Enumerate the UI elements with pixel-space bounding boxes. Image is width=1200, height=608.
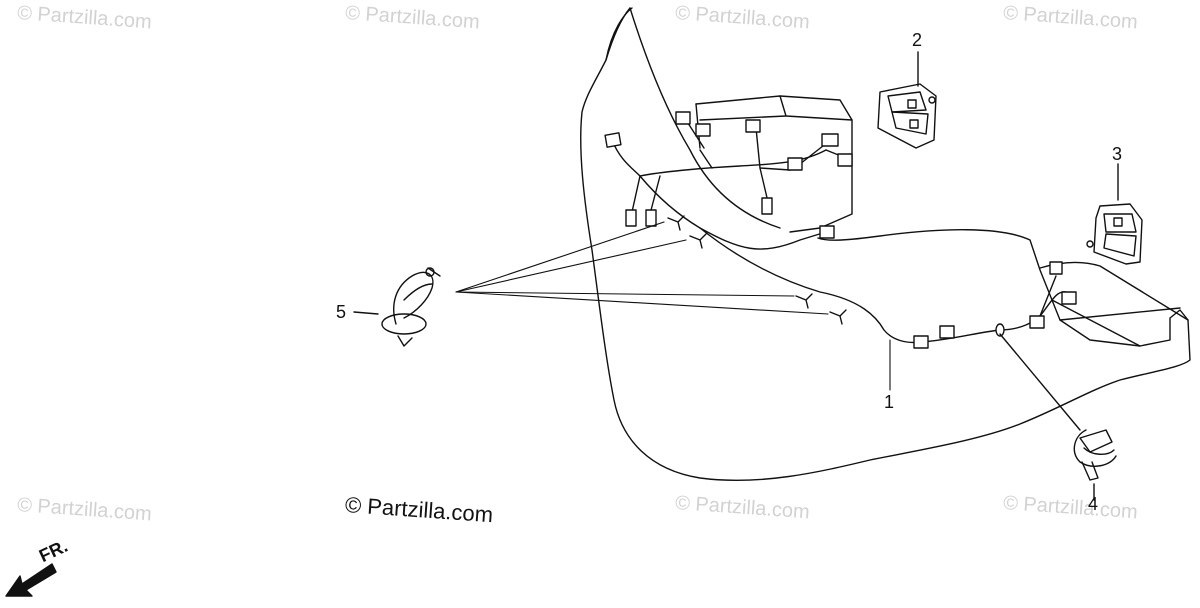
leader-lines <box>455 221 891 391</box>
callout-5: 5 <box>336 302 347 322</box>
front-direction-arrow-icon <box>5 563 57 597</box>
floor-panel <box>580 7 1191 482</box>
grommet-clip-part <box>353 267 441 347</box>
callout-2: 2 <box>912 30 923 50</box>
harness-band-part <box>999 333 1117 501</box>
harness-connectors <box>604 111 1077 349</box>
callout-3: 3 <box>1112 144 1123 164</box>
relay-bracket-part <box>1086 163 1143 265</box>
callout-4: 4 <box>1088 494 1099 514</box>
callout-1: 1 <box>884 392 895 412</box>
harness-clips <box>667 215 847 325</box>
relay-bracket-part <box>877 51 937 149</box>
